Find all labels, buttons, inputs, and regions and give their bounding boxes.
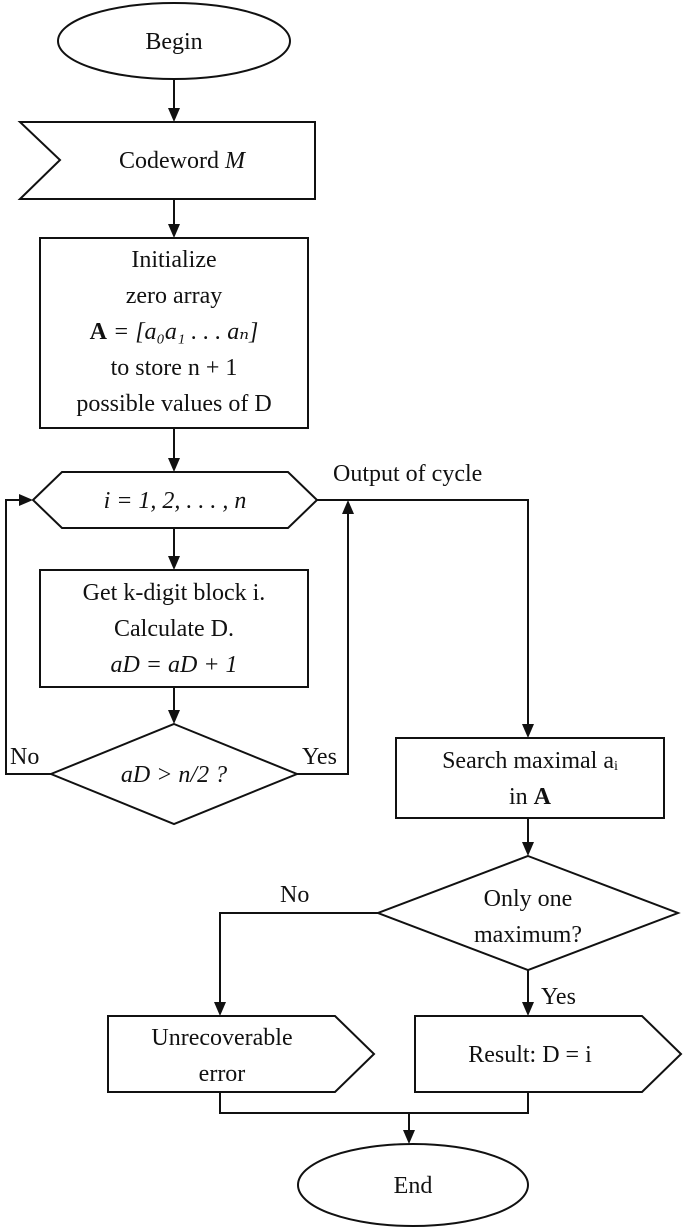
condition-diamond	[48, 722, 300, 826]
condition-label: aD > n/2 ?	[121, 762, 227, 788]
init-line4: to store n + 1	[111, 355, 238, 381]
edge-condition-no	[5, 499, 51, 775]
codeword-label: Codeword M	[119, 148, 247, 174]
edge-merge	[219, 1092, 529, 1114]
edge-condition-yes	[297, 510, 349, 775]
init-line2: zero array	[126, 283, 223, 309]
arrowhead	[522, 1002, 534, 1016]
process-box	[39, 569, 309, 688]
end-label: End	[394, 1173, 433, 1199]
init-line1: Initialize	[131, 247, 216, 273]
arrowhead	[522, 842, 534, 856]
arrowhead	[168, 458, 180, 472]
max-yes-label: Yes	[541, 984, 576, 1010]
arrowhead	[522, 724, 534, 738]
arrowhead	[342, 500, 354, 514]
loop-label: i = 1, 2, . . . , n	[104, 488, 247, 514]
end-terminal	[297, 1143, 529, 1227]
search-line1: Search maximal aᵢ	[442, 748, 618, 774]
cond-yes-label: Yes	[302, 744, 337, 770]
process-line3: aD = aD + 1	[110, 652, 237, 678]
result-label: Result: D = i	[468, 1042, 592, 1068]
only-one-diamond	[375, 854, 681, 972]
edge-output-cycle	[317, 499, 529, 728]
unrecoverable-error-shape	[107, 1015, 376, 1093]
process-line2: Calculate D.	[114, 616, 234, 642]
arrowhead	[214, 1002, 226, 1016]
init-line3: A = [a₀a₁ . . . aₙ]	[90, 319, 259, 345]
initialize-box	[39, 237, 309, 429]
process-line1: Get k-digit block i.	[83, 580, 266, 606]
begin-label: Begin	[145, 29, 202, 55]
arrowhead	[168, 556, 180, 570]
output-of-cycle-label: Output of cycle	[333, 461, 482, 487]
arrowhead	[403, 1130, 415, 1144]
codeword-input-shape	[17, 121, 316, 200]
arrowhead	[19, 494, 33, 506]
unrecoverable-line2: error	[199, 1061, 246, 1087]
onlyone-line1: Only one	[484, 886, 573, 912]
search-line2: in A	[509, 784, 552, 810]
cond-no-label: No	[10, 744, 39, 770]
arrowhead	[168, 224, 180, 238]
arrowhead	[168, 710, 180, 724]
edge-onlyone-no	[219, 912, 378, 1006]
arrowhead	[168, 108, 180, 122]
search-box	[395, 737, 665, 819]
result-shape	[414, 1015, 683, 1093]
init-line5: possible values of D	[76, 391, 271, 417]
onlyone-line2: maximum?	[474, 922, 582, 948]
max-no-label: No	[280, 882, 309, 908]
unrecoverable-line1: Unrecoverable	[151, 1025, 292, 1051]
